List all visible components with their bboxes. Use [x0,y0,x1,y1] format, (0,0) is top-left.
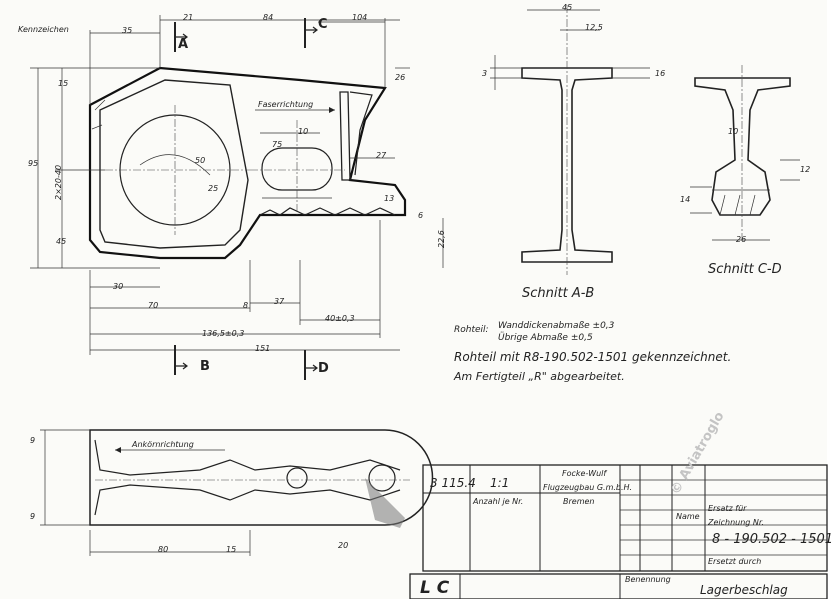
dim-21: 21 [183,13,194,22]
tb-name-label: Name [676,512,700,521]
dim-45: 45 [56,237,67,246]
dim-136: 136,5±0,3 [202,329,245,338]
dim-8: 8 [243,301,249,310]
rohteil-mit-note: Rohteil mit R8-190.502-1501 gekennzeichn… [454,350,732,364]
wanddicken-note: Wanddickenabmaße ±0,3 [498,321,615,331]
dim-ab-16: 16 [655,69,666,78]
dim-ab-45: 45 [562,3,573,12]
dim-84: 84 [263,13,274,22]
dim-2x20: 2×20-40 [54,164,63,200]
dim-30: 30 [113,282,124,291]
dim-cd-26: 26 [736,235,747,244]
rohteil-label: Rohteil: [454,325,489,335]
dim-bv-15: 15 [226,545,237,554]
dim-26: 26 [395,73,406,82]
dim-75: 75 [272,140,283,149]
section-c-marker: C [318,17,328,32]
tb-scale: 1:1 [490,476,510,490]
dim-27: 27 [376,151,387,160]
tb-company-1: Focke-Wulf [562,469,607,478]
bottom-view [40,429,434,556]
dim-22-6: 22,6 [437,230,446,248]
dim-bv-80: 80 [158,545,169,554]
dim-151: 151 [255,344,271,353]
dim-cd-14: 14 [680,195,691,204]
dim-10: 10 [298,127,309,136]
dim-cd-10: 10 [728,127,739,136]
dim-ab-12-5: 12,5 [585,23,603,32]
tb-anzahl-label: Anzahl je Nr. [473,497,524,506]
section-ab-view [490,5,650,275]
tb-ersetzt-label: Ersetzt durch [708,557,762,566]
tb-ersatz-label: Ersatz für [708,504,747,513]
dim-50: 50 [195,156,206,165]
dim-6: 6 [418,211,424,220]
tb-lc: L C [420,578,450,598]
title-block [409,464,828,599]
tb-company-2: Flugzeugbau G.m.b.H. [543,483,633,492]
tb-zeichnung-label: Zeichnung Nr. [708,518,765,527]
section-cd-view [690,65,800,241]
dim-bv-20: 20 [338,541,349,550]
dim-35: 35 [122,26,133,35]
tb-drawing-number: 8 - 190.502 - 1501 [712,532,833,547]
uebrige-note: Übrige Abmaße ±0,5 [498,333,593,343]
section-d-marker: D [318,361,329,376]
ankoernrichtung-label: Ankörnrichtung [132,440,194,449]
dim-15: 15 [58,79,69,88]
dim-25: 25 [208,184,219,193]
dim-70: 70 [148,301,159,310]
fertigteil-note: Am Fertigteil „R" abgearbeitet. [454,370,625,383]
kennzeichen-label: Kennzeichen [18,25,69,34]
tb-benennung-label: Benennung [625,575,671,584]
section-b-marker: B [200,359,210,374]
tb-part-name: Lagerbeschlag [700,583,788,597]
tb-city: Bremen [563,497,595,506]
dimension-lines-top [30,15,444,355]
dim-bv-9b: 9 [30,512,36,521]
dim-cd-12: 12 [800,165,811,174]
schnitt-cd-title: Schnitt C-D [708,262,782,277]
dim-13: 13 [384,194,395,203]
schnitt-ab-title: Schnitt A-B [522,286,595,301]
dim-bv-9a: 9 [30,436,36,445]
section-markers [174,18,318,380]
section-a-marker: A [178,37,189,52]
main-part-view [88,66,407,260]
faserrichtung-label: Faserrichtung [258,100,314,109]
dim-ab-3: 3 [482,69,488,78]
dim-37: 37 [274,297,285,306]
dim-40: 40±0,3 [325,314,355,323]
dim-104: 104 [352,13,368,22]
tb-number: 3 115.4 [430,476,476,490]
dim-95: 95 [28,159,39,168]
